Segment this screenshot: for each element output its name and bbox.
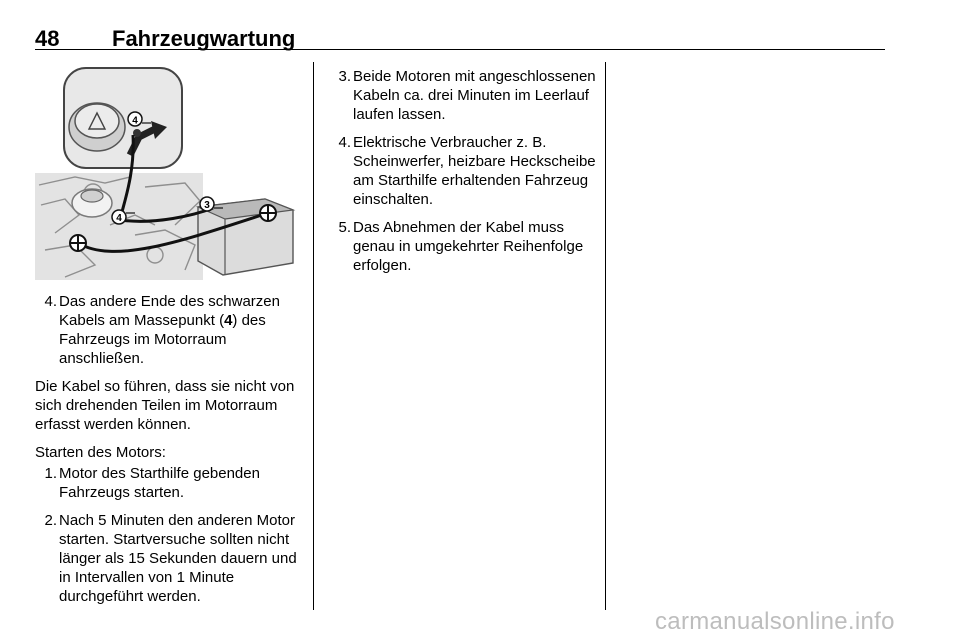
list-item: 2. Nach 5 Minuten den anderen Motor star… [35,511,303,606]
red-cable [77,211,269,253]
column-divider [313,62,314,610]
list-number: 1. [44,465,57,482]
list-number: 4. [338,134,351,151]
list-item: 4. Elektrische Verbraucher z. B. Scheinw… [329,133,597,209]
list-text: Motor des Starthilfe gebenden Fahrzeugs … [59,465,260,501]
jump-start-illustration: 4 4 3 [35,67,296,280]
warning-triangle-icon [87,111,107,130]
paragraph: Die Kabel so führen, dass sie nicht von … [35,378,295,433]
callout-4-bay: 4 [111,209,135,225]
list-text: Das Abnehmen der Kabel muss genau in umg… [353,219,584,274]
list-item: 5. Das Abnehmen der Kabel muss genau in … [329,218,597,275]
header-rule [35,49,885,50]
plus-terminal-icon [69,234,87,252]
callout-4-inset: 4 [127,111,151,127]
engine-bay [35,173,203,280]
text-column-2: 3. Beide Motoren mit angeschlossenen Kab… [329,67,597,284]
page-number: 48 [35,26,60,51]
watermark: carmanualsonline.info [655,608,895,635]
callout-3: 3 [199,196,223,212]
chapter-title: Fahrzeugwartung [112,26,296,51]
column-divider [605,62,606,610]
paragraph: Starten des Motors: [35,444,166,461]
callout-label: 4 [132,116,138,127]
plus-terminal-icon [259,204,277,222]
list-number: 2. [44,512,57,529]
ground-point-ref: 4 [224,312,233,329]
list-text: Elektrische Verbraucher z. B. Scheinwerf… [353,134,596,208]
list-number: 4. [44,293,57,310]
list-text: Beide Motoren mit angeschlossenen Kabeln… [353,68,596,123]
list-item: 1. Motor des Starthilfe gebenden Fahrzeu… [35,464,303,502]
callout-label: 3 [204,200,210,211]
list-text: Das andere Ende des schwarzen Kabels am … [59,293,280,329]
page-header: 48 Fahrzeugwartung [35,26,885,51]
list-number: 3. [338,68,351,85]
list-item: 4. Das andere Ende des schwarzen Kabels … [35,292,303,368]
text-column-1: 4. Das andere Ende des schwarzen Kabels … [35,292,303,615]
list-number: 5. [338,219,351,236]
callout-label: 4 [116,213,122,224]
list-text: Nach 5 Minuten den anderen Motor starten… [59,512,297,605]
list-item: 3. Beide Motoren mit angeschlossenen Kab… [329,67,597,124]
list-text: ) des Fahrzeugs im Motorraum anschließen… [59,312,266,367]
